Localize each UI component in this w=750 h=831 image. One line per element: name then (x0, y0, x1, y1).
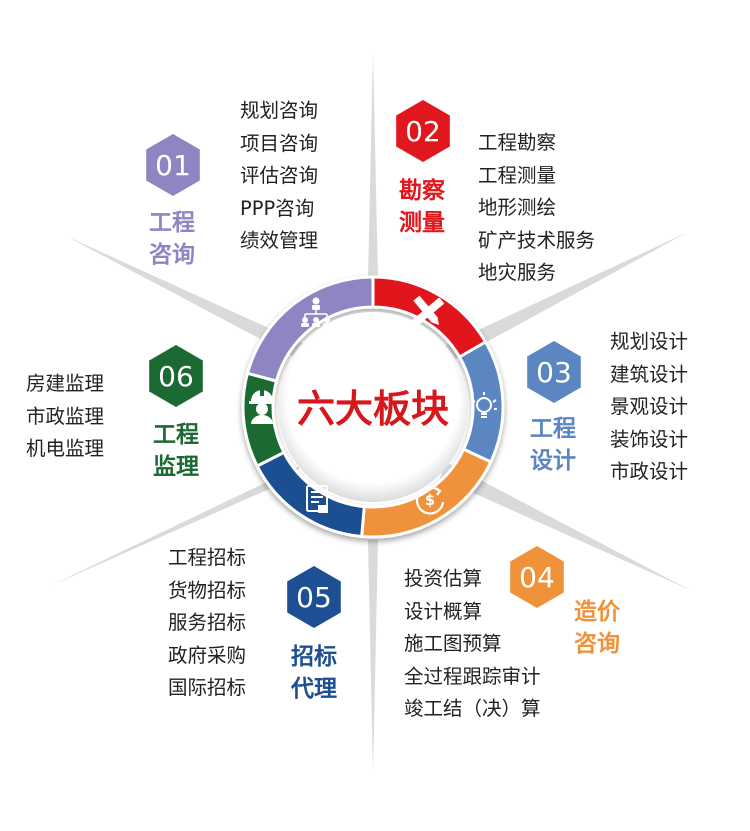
badge-hexagon-03 (527, 341, 581, 403)
module-label-02-line-1: 勘察 (399, 177, 446, 204)
module-02-item: 地灾服务 (478, 261, 557, 284)
badge-hexagon-06 (149, 345, 203, 407)
module-label-03-line-1: 工程 (530, 416, 576, 442)
module-01-item: 规划咨询 (240, 99, 319, 122)
badge-number-03: 03 (536, 356, 572, 389)
badge-hexagon-01 (146, 134, 200, 196)
module-label-02-line-2: 测量 (399, 210, 445, 236)
module-02-item: 地形测绘 (478, 196, 557, 219)
module-03-items: 规划设计建筑设计景观设计装饰设计市政设计 (610, 326, 688, 489)
module-04-item: 竣工结（决）算 (404, 697, 541, 720)
module-label-05-line-1: 招标 (291, 643, 337, 670)
badge-number-01: 01 (155, 149, 191, 182)
module-01-item: 评估咨询 (240, 164, 319, 187)
module-06-item: 市政监理 (26, 404, 105, 428)
module-02-item: 工程测量 (478, 163, 557, 187)
org-chart-icon (301, 297, 331, 327)
badge-number-06: 06 (158, 360, 194, 393)
module-05-item: 服务招标 (168, 611, 247, 634)
sector-icons: $ (249, 295, 497, 515)
module-05-item: 货物招标 (168, 578, 247, 602)
module-01-item: 绩效管理 (240, 229, 319, 252)
module-04-item: 全过程跟踪审计 (404, 664, 541, 688)
module-01-item: PPP咨询 (240, 196, 315, 220)
module-label-01-line-2: 咨询 (149, 241, 195, 268)
ray-lower-left (50, 466, 300, 586)
module-05-items: 工程招标货物招标服务招标政府采购国际招标 (168, 542, 246, 705)
module-03-item: 建筑设计 (610, 362, 689, 386)
module-label-01-line-1: 工程 (149, 210, 195, 236)
badge-number-05: 05 (296, 581, 332, 614)
badge-hexagon-05 (287, 566, 341, 628)
module-02-item: 矿产技术服务 (478, 228, 596, 252)
ray-lower-right (440, 462, 690, 590)
badge-hexagon-02 (396, 100, 450, 162)
dollar-coin-icon: $ (416, 486, 445, 515)
module-02-items: 工程勘察工程测量地形测绘矿产技术服务地灾服务 (478, 127, 595, 290)
ray-upper-right (444, 232, 688, 362)
module-05-item: 国际招标 (168, 676, 247, 699)
module-03-item: 景观设计 (610, 395, 689, 418)
sector-ring (241, 275, 505, 539)
center-title: 六大板块 (297, 387, 449, 431)
worker-helmet-icon (249, 390, 275, 424)
module-01-item: 项目咨询 (240, 131, 319, 155)
ruler-pencil-icon (412, 295, 444, 327)
module-06-item: 房建监理 (26, 372, 105, 395)
module-01-items: 规划咨询项目咨询评估咨询 PPP咨询绩效管理 (240, 95, 318, 258)
module-label-06-line-2: 监理 (153, 454, 199, 480)
module-03-item: 规划设计 (610, 330, 689, 353)
module-label-05-line-2: 代理 (290, 676, 337, 702)
module-label-06-line-1: 工程 (153, 422, 199, 448)
module-06-items: 房建监理市政监理机电监理 (26, 368, 104, 466)
module-label-03-line-2: 设计 (530, 448, 576, 474)
module-04-item: 投资估算 (404, 567, 483, 590)
module-label-04-line-1: 造价 (574, 599, 621, 625)
module-04-items: 投资估算设计概算施工图预算全过程跟踪审计竣工结（决）算 (404, 563, 541, 726)
svg-text:$: $ (425, 491, 435, 509)
badge-number-02: 02 (405, 115, 441, 148)
module-05-item: 政府采购 (168, 643, 247, 667)
ray-bottom (368, 540, 378, 774)
badge-hexagon-04 (510, 546, 564, 608)
star-rays (50, 52, 690, 774)
document-icon (306, 485, 328, 513)
center-disc (278, 312, 468, 502)
ray-upper-left (66, 236, 306, 360)
module-03-item: 装饰设计 (610, 427, 689, 451)
module-03-item: 市政设计 (610, 460, 689, 483)
ray-top (368, 52, 378, 280)
module-05-item: 工程招标 (168, 546, 247, 569)
module-02-item: 工程勘察 (478, 131, 557, 154)
module-04-item: 施工图预算 (404, 632, 502, 655)
badge-number-04: 04 (519, 561, 555, 594)
module-06-item: 机电监理 (26, 437, 105, 460)
module-04-item: 设计概算 (404, 599, 483, 623)
module-label-04-line-2: 咨询 (574, 630, 620, 657)
lightbulb-icon (471, 392, 497, 418)
